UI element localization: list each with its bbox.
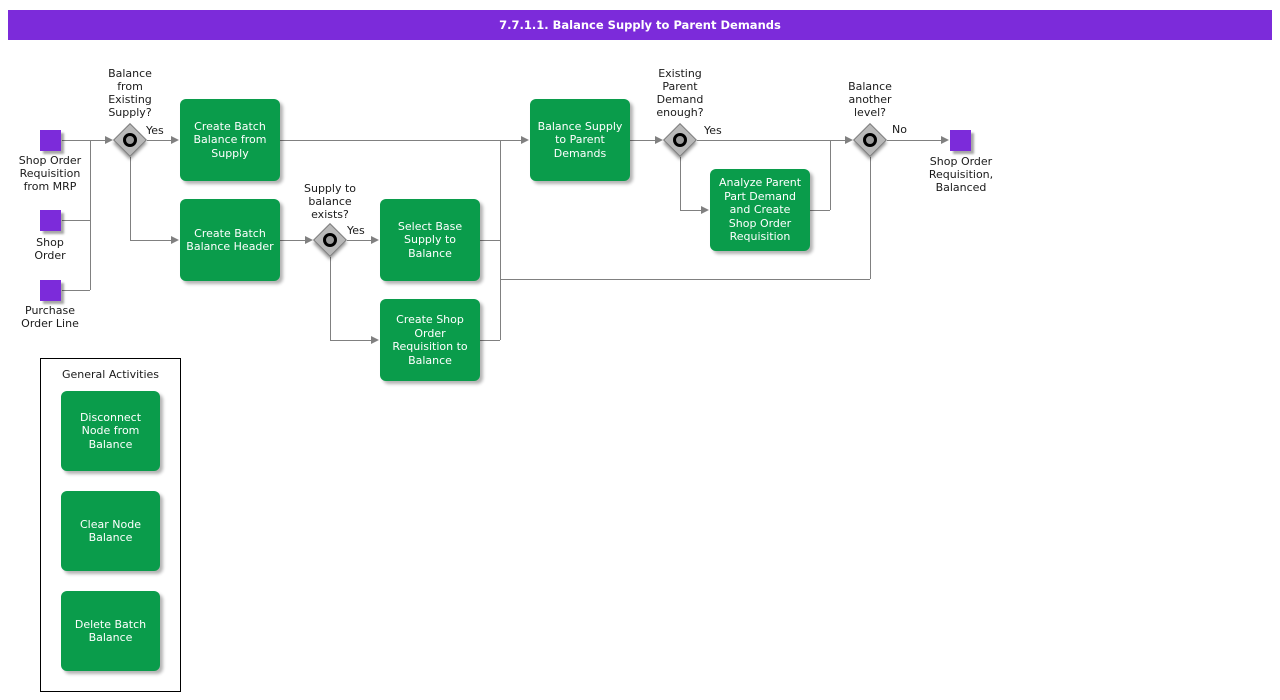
connector-line: [62, 140, 105, 141]
decision-label: Balance from Existing Supply?: [108, 67, 152, 119]
decision-circle-icon: [123, 133, 137, 147]
arrowhead-icon: [371, 236, 379, 244]
edge-label-yes: Yes: [704, 124, 722, 137]
general-activities-title: General Activities: [61, 368, 160, 381]
decision-label: Balance another level?: [848, 80, 892, 119]
connector-line: [810, 210, 830, 211]
connector-line: [480, 340, 500, 341]
connector-line: [870, 157, 871, 279]
arrowhead-icon: [171, 136, 179, 144]
connector-line: [347, 240, 371, 241]
title-bar: 7.7.1.1. Balance Supply to Parent Demand…: [8, 10, 1272, 40]
start-node-purchase-order-line[interactable]: [40, 280, 61, 301]
arrowhead-icon: [371, 336, 379, 344]
decision-label: Supply to balance exists?: [303, 182, 357, 221]
activity-balance-supply-to-parent-demands[interactable]: Balance Supply to Parent Demands: [530, 99, 630, 181]
activity-analyze-parent-part-demand[interactable]: Analyze Parent Part Demand and Create Sh…: [710, 169, 810, 251]
connector-line: [130, 240, 171, 241]
start-node-shop-order-requisition-from-mrp[interactable]: [40, 130, 61, 151]
edge-label-yes: Yes: [146, 124, 164, 137]
arrowhead-icon: [655, 136, 663, 144]
connector-line: [62, 290, 90, 291]
activity-disconnect-node-from-balance[interactable]: Disconnect Node from Balance: [61, 391, 160, 471]
decision-existing-parent-demand-enough[interactable]: [663, 123, 697, 157]
connector-line: [500, 140, 501, 340]
connector-line: [280, 140, 521, 141]
end-node-shop-order-requisition-balanced[interactable]: [950, 130, 971, 151]
decision-circle-icon: [673, 133, 687, 147]
connector-line: [330, 340, 371, 341]
connector-line: [830, 140, 831, 210]
connector-line: [90, 140, 91, 290]
decision-balance-another-level[interactable]: [853, 123, 887, 157]
connector-line: [280, 240, 305, 241]
connector-line: [62, 220, 90, 221]
start-node-shop-order[interactable]: [40, 210, 61, 231]
activity-create-shop-order-requisition-to-balance[interactable]: Create Shop Order Requisition to Balance: [380, 299, 480, 381]
activity-create-batch-balance-from-supply[interactable]: Create Batch Balance from Supply: [180, 99, 280, 181]
arrowhead-icon: [521, 136, 529, 144]
decision-label: Existing Parent Demand enough?: [656, 67, 704, 119]
connector-line: [680, 210, 701, 211]
edge-label-no: No: [892, 123, 907, 136]
start-node-label: Shop Order: [34, 236, 66, 262]
connector-line: [147, 140, 171, 141]
start-node-label: Purchase Order Line: [21, 304, 79, 330]
edge-label-yes: Yes: [347, 224, 365, 237]
connector-line: [680, 157, 681, 210]
connector-line: [887, 140, 941, 141]
connector-line: [130, 157, 131, 240]
end-node-label: Shop Order Requisition, Balanced: [928, 155, 994, 194]
activity-create-batch-balance-header[interactable]: Create Batch Balance Header: [180, 199, 280, 281]
arrowhead-icon: [941, 136, 949, 144]
connector-line: [330, 257, 331, 340]
activity-select-base-supply-to-balance[interactable]: Select Base Supply to Balance: [380, 199, 480, 281]
arrowhead-icon: [845, 136, 853, 144]
activity-clear-node-balance[interactable]: Clear Node Balance: [61, 491, 160, 571]
decision-supply-to-balance-exists[interactable]: [313, 223, 347, 257]
decision-circle-icon: [863, 133, 877, 147]
page-title: 7.7.1.1. Balance Supply to Parent Demand…: [499, 18, 781, 32]
connector-line: [630, 140, 655, 141]
connector-line: [480, 240, 500, 241]
start-node-label: Shop Order Requisition from MRP: [18, 154, 82, 193]
general-activities-panel: General Activities Disconnect Node from …: [40, 358, 181, 692]
arrowhead-icon: [701, 206, 709, 214]
arrowhead-icon: [171, 236, 179, 244]
arrowhead-icon: [105, 136, 113, 144]
connector-line: [697, 140, 845, 141]
decision-circle-icon: [323, 233, 337, 247]
decision-balance-from-existing-supply[interactable]: [113, 123, 147, 157]
activity-delete-batch-balance[interactable]: Delete Batch Balance: [61, 591, 160, 671]
connector-line: [500, 279, 870, 280]
arrowhead-icon: [305, 236, 313, 244]
